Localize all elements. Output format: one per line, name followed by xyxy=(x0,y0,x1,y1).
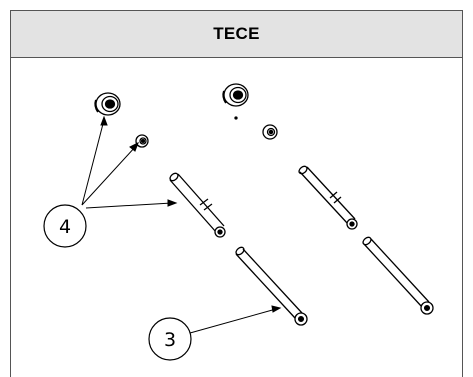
right-threaded-rod xyxy=(298,165,358,230)
right-lower-rod xyxy=(362,236,434,315)
left-threaded-rod xyxy=(169,172,226,238)
callout-4-label: 4 xyxy=(59,216,71,238)
left-large-washer xyxy=(94,92,121,116)
callout-4: 4 xyxy=(43,204,87,248)
left-small-nut xyxy=(135,134,149,148)
header-bar: TECE xyxy=(10,10,463,58)
right-small-nut xyxy=(262,124,278,140)
callout-4-leaders xyxy=(81,115,178,209)
left-lower-rod xyxy=(235,246,308,326)
header-title: TECE xyxy=(213,24,260,43)
callout-3-leader xyxy=(189,305,282,334)
callout-3-label: 3 xyxy=(164,329,176,351)
callout-3: 3 xyxy=(148,317,192,361)
right-large-washer xyxy=(222,83,249,120)
content-area xyxy=(10,57,463,377)
